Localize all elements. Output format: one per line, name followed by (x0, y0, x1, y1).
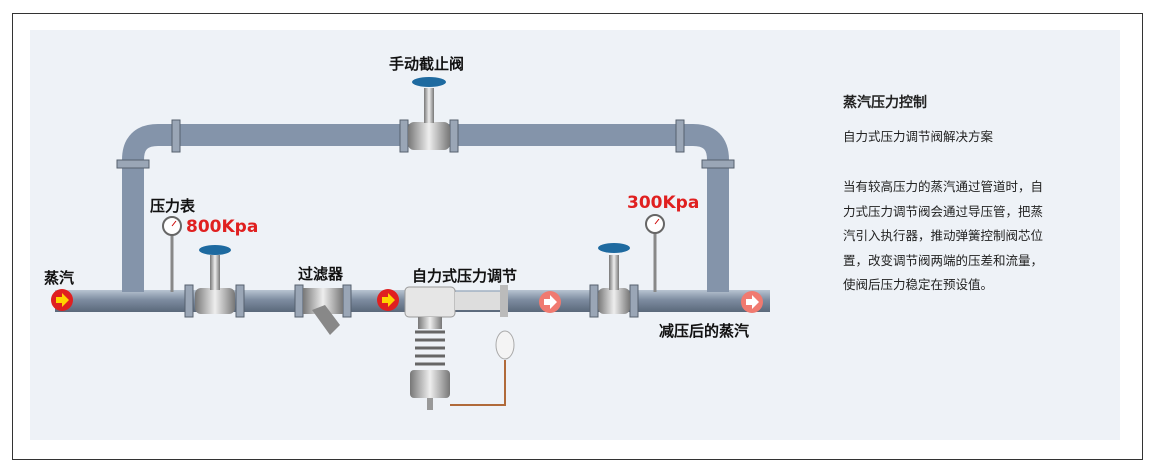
regulator-label: 自力式压力调节 (412, 267, 518, 285)
flow-arrow-icon (377, 289, 399, 311)
flow-arrow-icon (741, 291, 763, 313)
outlet-pressure-value: 300Kpa (627, 193, 700, 213)
filter-label: 过滤器 (298, 265, 344, 283)
outer-border (12, 13, 1143, 460)
manual-valve-label: 手动截止阀 (389, 55, 465, 73)
side-subtitle: 自力式压力调节阀解决方案 (843, 129, 994, 144)
diagram-panel (30, 30, 1120, 440)
flow-arrow-icon (51, 289, 73, 311)
filter-icon (303, 288, 343, 335)
outlet-pressure-gauge-icon (645, 214, 665, 292)
flow-arrow-icon (539, 291, 561, 313)
reduced-steam-label: 减压后的蒸汽 (659, 322, 750, 340)
side-title: 蒸汽压力控制 (843, 95, 927, 111)
inlet-valve-icon (195, 245, 235, 314)
steam-inlet-label: 蒸汽 (44, 269, 75, 287)
inlet-pressure-gauge-icon (162, 216, 182, 292)
manual-valve-icon (408, 77, 450, 150)
outlet-valve-icon (598, 243, 630, 314)
pressure-gauge-label: 压力表 (150, 197, 196, 215)
inlet-pressure-value: 800Kpa (186, 217, 259, 237)
pressure-regulator-icon (404, 285, 515, 410)
description-panel: 蒸汽压力控制 自力式压力调节阀解决方案 当有较高压力的蒸汽通过管道时，自力式压力… (843, 92, 1053, 298)
side-description: 当有较高压力的蒸汽通过管道时，自力式压力调节阀会通过导压管，把蒸汽引入执行器，推… (843, 179, 1044, 292)
